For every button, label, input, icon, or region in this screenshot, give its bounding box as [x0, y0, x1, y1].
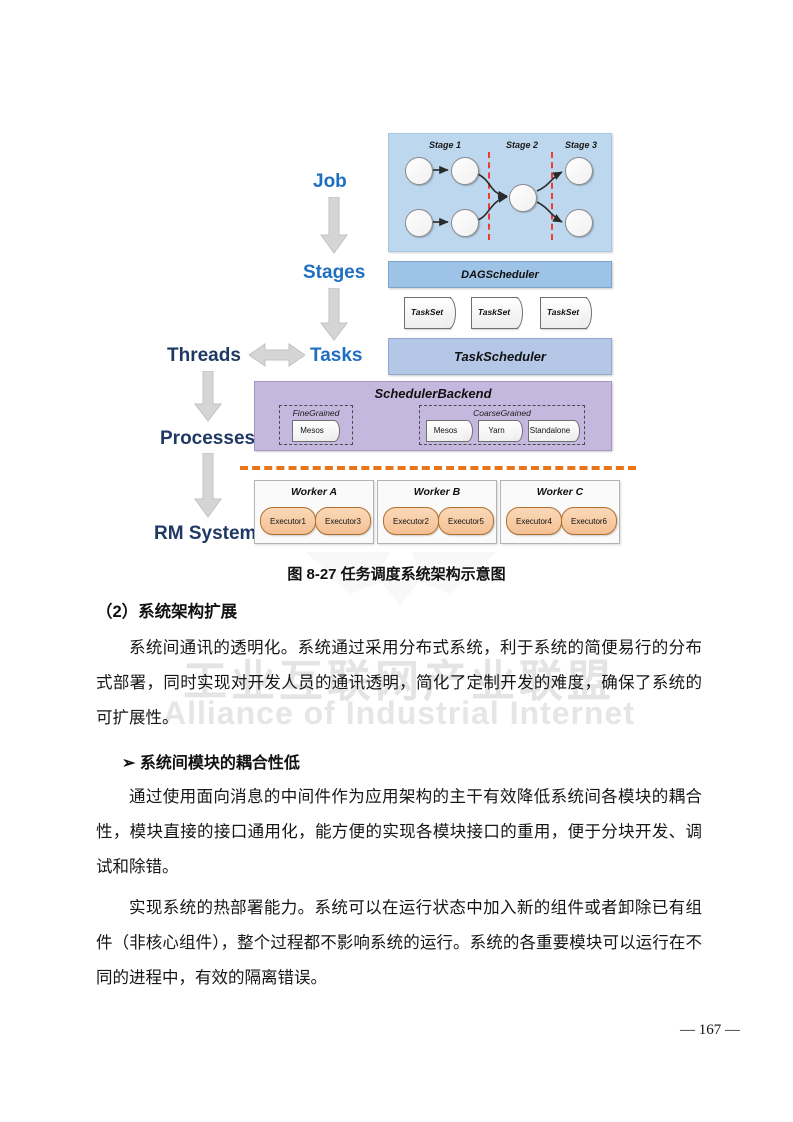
paragraph-1: 系统间通讯的透明化。系统通过采用分布式系统，利于系统的简便易行的分布式部署，同时… — [96, 638, 702, 727]
stage-label-1: Stage 1 — [429, 140, 462, 150]
flow-label-threads: Threads — [167, 345, 241, 366]
taskset-cylinder-2: TaskSet — [471, 297, 523, 329]
taskset-label: TaskSet — [410, 307, 444, 317]
worker-box-b: Worker B Executor2 Executor5 — [377, 480, 497, 544]
executor-chip: Executor5 — [438, 507, 494, 535]
flow-label-tasks: Tasks — [310, 345, 363, 366]
executor-chip: Executor1 — [260, 507, 316, 535]
arrow-down-threads-to-processes — [194, 371, 222, 423]
dag-panel: Stage 1 Stage 2 Stage 3 — [388, 133, 612, 252]
taskset-label: TaskSet — [546, 307, 580, 317]
backend-yarn: Yarn — [478, 420, 523, 442]
backend-item-label: Yarn — [488, 425, 505, 435]
taskset-cylinder-1: TaskSet — [404, 297, 456, 329]
dag-node — [565, 209, 593, 237]
section-heading: （2）系统架构扩展 — [96, 603, 238, 621]
arrow-down-job-to-stages — [320, 197, 348, 255]
taskset-label: TaskSet — [477, 307, 511, 317]
backend-mesos-coarse: Mesos — [426, 420, 473, 442]
arrow-bidirectional-threads-tasks — [249, 342, 305, 368]
flow-label-stages: Stages — [303, 262, 366, 283]
stage-label-3: Stage 3 — [565, 140, 598, 150]
executor-chip: Executor2 — [383, 507, 439, 535]
resource-manager-separator — [240, 466, 636, 470]
worker-box-a: Worker A Executor1 Executor3 — [254, 480, 374, 544]
fine-grained-label: FineGrained — [292, 408, 340, 418]
coarse-grained-label: CoarseGrained — [473, 408, 531, 418]
dag-node — [451, 157, 479, 185]
paragraph-2: 通过使用面向消息的中间件作为应用架构的主干有效降低系统间各模块的耦合性，模块直接… — [96, 787, 702, 876]
task-scheduler-bar: TaskScheduler — [388, 338, 612, 375]
backend-item-label: Mesos — [433, 425, 458, 435]
page-number: — 167 — — [680, 1022, 740, 1038]
arrow-down-stages-to-tasks — [320, 288, 348, 342]
scheduler-backend-title: SchedulerBackend — [374, 386, 492, 401]
backend-standalone: Standalone — [528, 420, 580, 442]
flow-label-processes: Processes — [160, 428, 256, 449]
stage-label-2: Stage 2 — [506, 140, 539, 150]
dag-scheduler-bar: DAGScheduler — [388, 261, 612, 288]
arrow-down-processes-to-rm — [194, 453, 222, 519]
worker-name: Worker B — [413, 486, 461, 498]
coarse-grained-group: CoarseGrained Mesos Yarn Standalone — [419, 405, 585, 445]
backend-mesos-fine: Mesos — [292, 420, 340, 442]
fine-grained-group: FineGrained Mesos — [279, 405, 353, 445]
body-text-block: （2）系统架构扩展 系统间通讯的透明化。系统通过采用分布式系统，利于系统的简便易… — [96, 598, 702, 995]
backend-item-label: Mesos — [300, 425, 324, 435]
figure-caption: 图 8-27 任务调度系统架构示意图 — [287, 566, 506, 583]
stage-divider-2 — [551, 152, 553, 240]
paragraph-3: 实现系统的热部署能力。系统可以在运行状态中加入新的组件或者卸除已有组件（非核心组… — [96, 898, 702, 987]
dag-node — [405, 157, 433, 185]
dag-node — [405, 209, 433, 237]
dag-node — [565, 157, 593, 185]
bullet-heading: ➢ 系统间模块的耦合性低 — [122, 755, 300, 772]
worker-box-c: Worker C Executor4 Executor6 — [500, 480, 620, 544]
worker-name: Worker A — [290, 486, 338, 498]
flow-label-rm-system: RM System — [154, 523, 257, 544]
executor-chip: Executor3 — [315, 507, 371, 535]
architecture-figure: Job Stages Tasks Threads Processes RM Sy… — [0, 0, 793, 560]
flow-label-job: Job — [313, 171, 347, 192]
backend-item-label: Standalone — [529, 425, 571, 435]
dag-edges — [433, 165, 563, 227]
scheduler-backend-panel: SchedulerBackend FineGrained Mesos Coars… — [254, 381, 612, 451]
executor-chip: Executor6 — [561, 507, 617, 535]
dag-node — [451, 209, 479, 237]
worker-name: Worker C — [536, 486, 584, 498]
executor-chip: Executor4 — [506, 507, 562, 535]
stage-divider-1 — [488, 152, 490, 240]
taskset-cylinder-3: TaskSet — [540, 297, 592, 329]
dag-node — [509, 184, 537, 212]
